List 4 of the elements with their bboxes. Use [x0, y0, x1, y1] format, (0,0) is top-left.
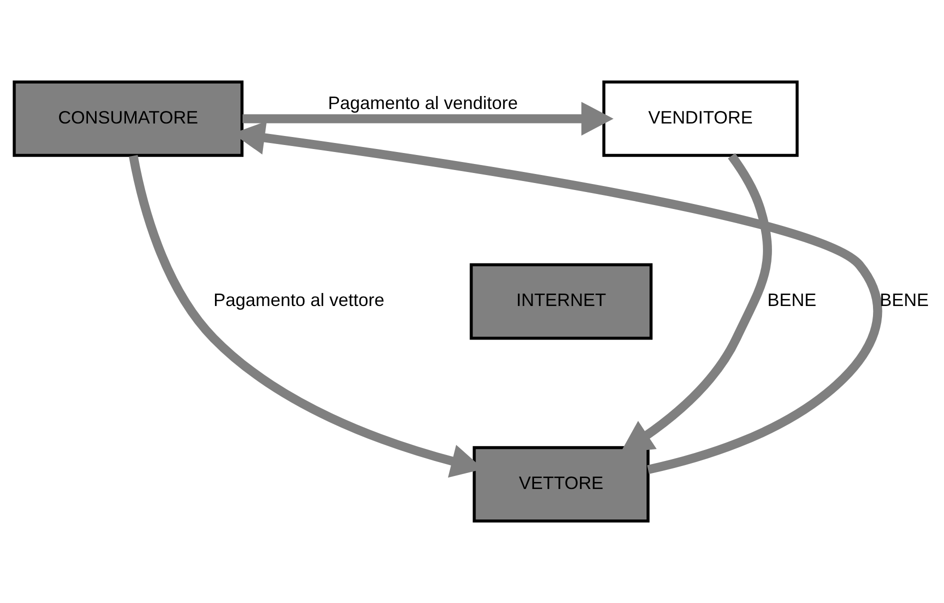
edge-label: BENE — [880, 290, 929, 310]
edge-label: BENE — [767, 290, 816, 310]
edge-label: Pagamento al vettore — [214, 290, 384, 310]
edge-label: Pagamento al venditore — [328, 93, 518, 114]
